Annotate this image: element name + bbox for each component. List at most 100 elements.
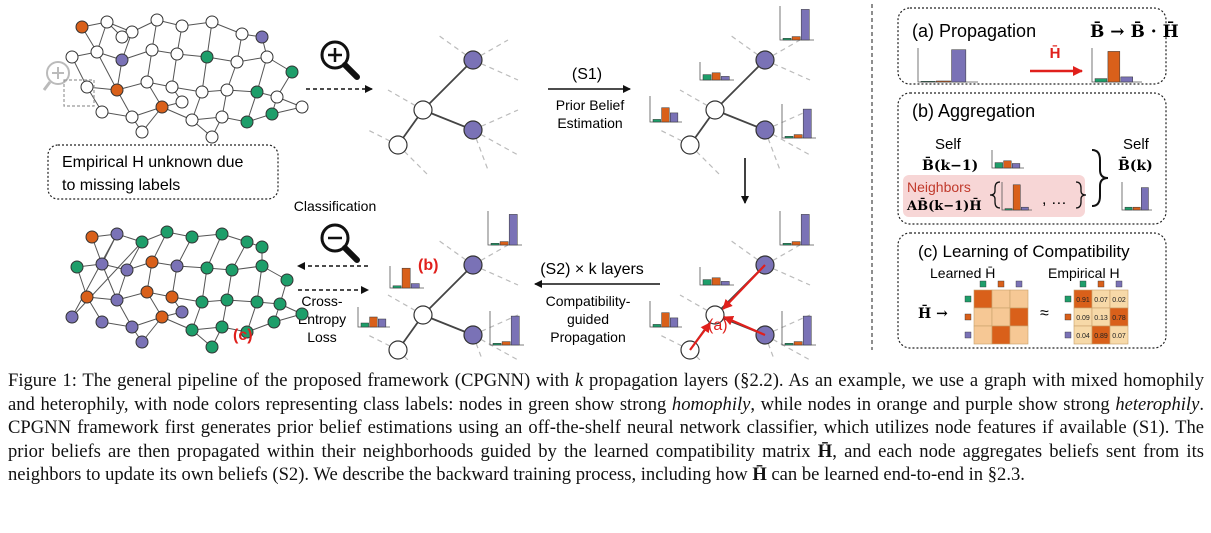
- matrix-cell: [1009, 307, 1029, 327]
- graph-edge-hidden: [679, 89, 716, 111]
- caption-hbar1: H̄: [817, 440, 833, 462]
- belief-bar: [800, 9, 810, 41]
- matrix-col-marker: [1115, 280, 1123, 288]
- graph-node: [295, 307, 309, 321]
- graph-edge-hidden: [367, 334, 399, 351]
- graph-edge-hidden: [764, 39, 801, 61]
- graph-node: [215, 110, 229, 124]
- matrix-row-marker: [964, 313, 972, 321]
- belief-bar: [936, 80, 951, 83]
- graph-edge: [96, 51, 118, 91]
- belief-bar: [702, 74, 712, 81]
- graph-node: [115, 30, 129, 44]
- graph-node: [255, 240, 269, 254]
- graph-node: [115, 53, 129, 67]
- step-s2-desc-1: Compatibility-: [546, 293, 631, 309]
- belief-bar: [800, 214, 810, 246]
- graph-node: [150, 13, 164, 27]
- graph-edge-hidden: [659, 129, 691, 146]
- self-left-label: Self: [935, 136, 962, 153]
- step-s1-desc-1: Prior Belief: [556, 97, 625, 113]
- aggregation-brace: [1091, 149, 1109, 207]
- graph-node: [388, 340, 408, 360]
- belief-bar: [661, 312, 670, 328]
- loss-label-3: Loss: [307, 329, 337, 345]
- graph-node: [185, 230, 199, 244]
- matrix-col-marker: [1015, 280, 1023, 288]
- matrix-row-marker: [964, 295, 972, 303]
- matrix-value: 0.78: [1112, 315, 1126, 322]
- graph-edge: [422, 264, 474, 316]
- h-arrow-label: H̄ →: [918, 303, 948, 322]
- belief-bar: [392, 285, 402, 289]
- belief-bar: [720, 76, 730, 81]
- empirical-note-line2: to missing labels: [62, 177, 180, 194]
- matrix-cell: [1009, 325, 1029, 345]
- graph-node: [165, 80, 179, 94]
- graph-node: [240, 115, 254, 129]
- caption-part5: , and each node aggregates beliefs sent …: [8, 440, 1204, 486]
- graph-edge-hidden: [387, 89, 424, 111]
- graph-node: [260, 50, 274, 64]
- step-s1-desc-2: Estimation: [557, 115, 622, 131]
- graph-node: [90, 45, 104, 59]
- learned-compatibility-matrix: [964, 280, 1029, 345]
- graph-node: [235, 27, 249, 41]
- compatibility-title: (c) Learning of Compatibility: [918, 242, 1130, 261]
- belief-bar: [793, 341, 803, 346]
- graph-node-purple: [755, 50, 775, 70]
- matrix-cell: [973, 289, 993, 309]
- graph-node: [135, 335, 149, 349]
- empirical-label: Empirical H: [1048, 265, 1120, 281]
- graph-node: [205, 15, 219, 29]
- graph-node: [140, 75, 154, 89]
- step-s2-desc-3: Propagation: [550, 329, 626, 345]
- matrix-cell: [1009, 289, 1029, 309]
- matrix-value: 0.89: [1094, 333, 1108, 340]
- belief-bars-before: [917, 48, 978, 83]
- graph-node: [135, 125, 149, 139]
- graph-edge: [71, 241, 143, 318]
- graph-node-center: [413, 305, 433, 325]
- graph-node: [65, 50, 79, 64]
- graph-edge: [422, 59, 474, 111]
- graph-node: [185, 323, 199, 337]
- belief-bar: [1012, 184, 1021, 211]
- loss-label-1: Cross-: [301, 293, 343, 309]
- matrix-cell: [1109, 325, 1129, 345]
- input-graph: [65, 13, 309, 144]
- belief-bar: [1011, 163, 1021, 169]
- belief-bar: [791, 241, 801, 246]
- matrix-row-marker: [1064, 295, 1072, 303]
- belief-bar: [1094, 78, 1108, 83]
- graph-edge-hidden: [689, 144, 721, 176]
- belief-bar: [784, 136, 794, 139]
- caption-part1: Figure 1: The general pipeline of the pr…: [8, 370, 575, 391]
- propagation-arrow: [723, 315, 766, 337]
- belief-bar: [782, 38, 792, 41]
- step-s2-label: (S2) × k layers: [540, 261, 644, 278]
- aggregation-title: (b) Aggregation: [912, 101, 1035, 121]
- propagation-arrow: [689, 322, 711, 351]
- graph-node: [165, 290, 179, 304]
- graph-edge-hidden: [472, 129, 489, 171]
- belief-bar: [802, 315, 812, 346]
- graph-node: [195, 295, 209, 309]
- belief-bar: [669, 317, 679, 328]
- graph-node: [267, 315, 281, 329]
- loss-label-2: Entropy: [298, 311, 346, 327]
- graph-node: [175, 19, 189, 33]
- aggregation-belief-bars: [991, 150, 1152, 211]
- local-subgraph-prior: [649, 6, 816, 176]
- belief-bar: [994, 162, 1003, 169]
- graph-node: [80, 80, 94, 94]
- graph-node: [95, 315, 109, 329]
- graph-node: [155, 310, 169, 324]
- graph-node: [200, 50, 214, 64]
- graph-node: [230, 55, 244, 69]
- caption-part3: , while nodes in orange and purple show …: [750, 393, 1116, 415]
- graph-node-center: [705, 100, 725, 120]
- graph-edge-hidden: [437, 34, 474, 61]
- propagation-formula: B̄ → B̄ · H̄: [1090, 21, 1179, 42]
- graph-node: [220, 293, 234, 307]
